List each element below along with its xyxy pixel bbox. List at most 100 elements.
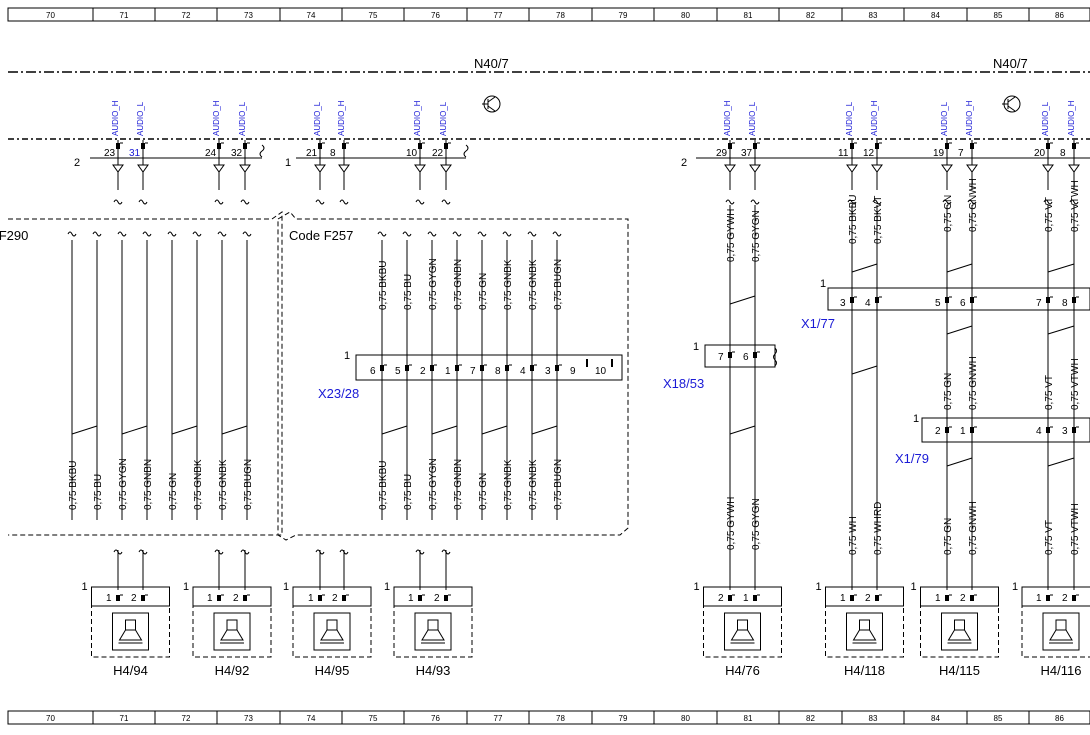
wire-label: 0,75 BKBU: [378, 261, 389, 310]
speaker-name: H4/76: [725, 663, 760, 678]
wire-crossover: [1047, 263, 1075, 273]
wire-label: 0,75 GYGN: [428, 258, 439, 310]
pin-row-label: 2: [681, 157, 687, 169]
pin-number: 20: [1034, 148, 1046, 159]
ruler-column-label: 80: [681, 714, 690, 723]
connector-pin-number: 6: [960, 298, 966, 309]
wire-crossover: [431, 425, 458, 435]
pin-signal-label: AUDIO_L: [313, 101, 322, 136]
connector-pin-number: 1: [445, 366, 451, 377]
wire-break-mark: [415, 549, 425, 555]
wire-label: 0,75 BKBU: [378, 461, 389, 510]
pin-terminal: [1046, 595, 1050, 601]
wire-break-mark: [427, 231, 437, 237]
pin-terminal: [875, 297, 879, 303]
pin-terminal: [380, 365, 384, 371]
module-connector-bar: [8, 138, 1090, 159]
wire-label: 0,75 GNBK: [528, 459, 539, 510]
wire-crossover: [851, 365, 878, 375]
module-pin: AUDIO_L21: [306, 101, 326, 205]
pin-terminal: [753, 143, 757, 149]
wire-label: 0,75 GNBK: [503, 259, 514, 310]
wire-break-mark: [872, 199, 882, 205]
ruler-column-label: 79: [619, 11, 628, 20]
pin-signal-label: AUDIO_H: [723, 100, 732, 136]
pin-signal-label: AUDIO_L: [238, 101, 247, 136]
wire-label: 0,75 GNBN: [453, 459, 464, 510]
pin-terminal: [1046, 143, 1050, 149]
module-pin: AUDIO_H 29: [716, 100, 736, 205]
wire-break-mark: [942, 199, 952, 205]
pin-terminal: [243, 143, 247, 149]
speaker-connector-box: [91, 586, 170, 607]
speaker-name: H4/94: [113, 663, 148, 678]
wire-break-mark: [1043, 199, 1053, 205]
wire-break-mark: [315, 199, 325, 205]
wire-break-mark: [142, 231, 152, 237]
wire-break-mark: [242, 231, 252, 237]
wire-label: 0,75 GN: [943, 373, 954, 410]
pin-triangle-icon: [338, 164, 350, 173]
connector-pin-number: 10: [595, 366, 607, 377]
wire-label: 0,75 VT: [1044, 375, 1055, 410]
wire-crossover: [121, 425, 148, 435]
wire-label: 0,75 GNBK: [193, 459, 204, 510]
wire-label: 0,75 GN: [943, 195, 954, 232]
pin-terminal: [530, 365, 534, 371]
ruler-column-label: 82: [806, 714, 815, 723]
wire-crossover: [729, 425, 756, 435]
speaker-pin-number: 2: [332, 593, 338, 604]
pin-terminal: [728, 143, 732, 149]
pin-number: 29: [716, 148, 728, 159]
connector-ref-label: 1: [820, 278, 826, 290]
pin-terminal: [455, 365, 459, 371]
transistor-icon: [482, 95, 501, 113]
pin-number: 24: [205, 148, 217, 159]
pin-terminal: [444, 143, 448, 149]
speaker-connector-box: [825, 586, 904, 607]
speaker-name: H4/116: [1041, 663, 1082, 678]
ruler-column-label: 80: [681, 11, 690, 20]
wire-crossover: [729, 295, 756, 305]
speaker-pin-number: 2: [434, 593, 440, 604]
pin-terminal: [1072, 143, 1076, 149]
pin-terminal: [753, 352, 757, 358]
wire-label: 0,75 GNWH: [968, 356, 979, 410]
speaker-pin-number: 2: [1062, 593, 1068, 604]
speaker-ref-label: 1: [1012, 581, 1018, 593]
ruler-column-label: 76: [431, 714, 440, 723]
ruler-column-label: 84: [931, 714, 940, 723]
pin-number: 12: [863, 148, 875, 159]
pin-triangle-icon: [871, 164, 883, 173]
pin-terminal: [850, 143, 854, 149]
pin-number: 31: [129, 148, 141, 159]
pin-triangle-icon: [137, 164, 149, 173]
ruler-column-label: 71: [120, 11, 129, 20]
pin-signal-label: AUDIO_H: [1067, 100, 1076, 136]
wire-break-mark: [315, 549, 325, 555]
speaker-pin-number: 1: [106, 593, 112, 604]
speaker-connector-box: [703, 586, 782, 607]
pin-signal-label: AUDIO_H: [212, 100, 221, 136]
pin-terminal: [116, 143, 120, 149]
module-pin: AUDIO_H7: [958, 100, 978, 205]
ruler-column-label: 78: [556, 714, 565, 723]
pin-terminal: [217, 143, 221, 149]
wire-label: 0,75 GNBN: [143, 459, 154, 510]
wire-break-mark: [1069, 199, 1079, 205]
connector-name-x1-79: X1/79: [895, 451, 929, 466]
pin-triangle-icon: [749, 164, 761, 173]
wire-label: 0,75 BKBU: [68, 461, 79, 510]
pin-triangle-icon: [440, 164, 452, 173]
pin-terminal: [430, 365, 434, 371]
speaker-housing: [91, 605, 170, 658]
ruler-column-label: 70: [46, 714, 55, 723]
connector-pin-number: 8: [495, 366, 501, 377]
wire-break-mark: [113, 199, 123, 205]
wire-break-mark: [92, 231, 102, 237]
